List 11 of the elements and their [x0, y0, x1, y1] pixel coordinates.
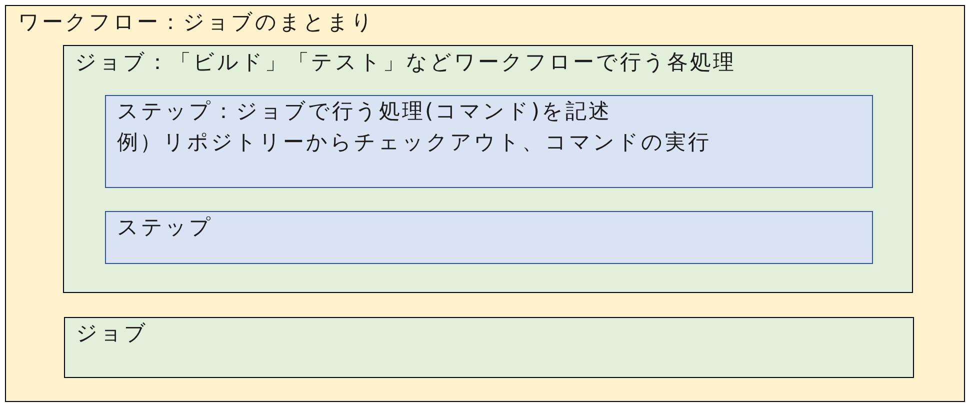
process-box: [105, 95, 873, 188]
box-heading: ワークフロー：ジョブのまとまり: [18, 10, 375, 34]
box-heading: ジョブ：「ビルド」「テスト」などワークフローで行う各処理: [75, 50, 736, 74]
process-box: [105, 211, 873, 264]
box-heading: ジョブ: [76, 321, 148, 345]
box-text: 例）リポジトリーからチェックアウト、コマンドの実行: [117, 130, 711, 154]
container-box: [5, 5, 965, 402]
process-box: [64, 317, 914, 378]
container-box: [63, 45, 913, 293]
box-heading: ステップ: [117, 215, 213, 239]
box-heading: ステップ：ジョブで行う処理(コマンド)を記述: [117, 99, 612, 123]
